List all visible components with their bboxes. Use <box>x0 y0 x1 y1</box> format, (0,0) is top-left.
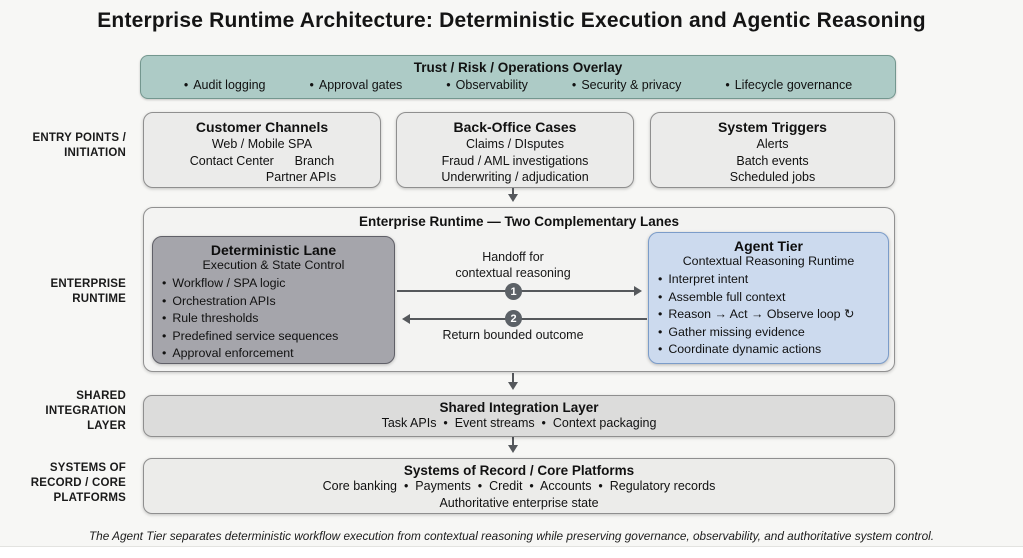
list-item: Fraud / AML investigations <box>441 153 589 168</box>
list-item-label: Rule thresholds <box>172 311 259 326</box>
bullet-icon: • <box>162 328 167 343</box>
agent-tier-subtitle: Contextual Reasoning Runtime <box>682 254 855 268</box>
list-item: Web / Mobile SPA <box>211 137 313 151</box>
arrow-runtime-to-integration <box>507 373 518 390</box>
bullet-icon: • <box>658 307 663 322</box>
list-item-label: Security & privacy <box>581 78 682 92</box>
page-title: Enterprise Runtime Architecture: Determi… <box>97 9 926 32</box>
list-item: • Observability <box>446 78 528 92</box>
bullet-icon: • <box>162 346 167 361</box>
list-item: • Orchestration APIs <box>162 293 388 311</box>
agent-tier-title: Agent Tier <box>734 238 803 254</box>
footer-caption: The Agent Tier separates deterministic w… <box>88 529 935 543</box>
side-label-enterprise-runtime: ENTERPRISE RUNTIME <box>50 278 126 305</box>
deterministic-lane-title: Deterministic Lane <box>210 242 337 258</box>
systems-of-record-items: Core banking • Payments • Credit • Accou… <box>322 479 716 493</box>
list-item-label: Approval enforcement <box>172 346 294 361</box>
bullet-icon: • <box>446 78 451 92</box>
deterministic-lane-box: Deterministic Lane Execution & State Con… <box>152 236 395 364</box>
side-label-systems-of-record: SYSTEMS OF RECORD / CORE PLATFORMS <box>30 462 126 504</box>
list-item-label: Lifecycle governance <box>734 78 853 92</box>
list-item-label: Audit logging <box>193 78 266 92</box>
bullet-icon: • <box>658 289 663 304</box>
list-item-label: Reason → Act → Observe loop ↻ <box>668 307 855 322</box>
bullet-icon: • <box>183 78 189 92</box>
system-triggers-title: System Triggers <box>718 119 827 135</box>
shared-integration-title: Shared Integration Layer <box>439 400 599 415</box>
list-item: • Predefined service sequences <box>162 328 388 346</box>
list-item: • Gather missing evidence <box>658 324 882 342</box>
list-item-label: Coordinate dynamic actions <box>668 342 822 357</box>
list-item: Underwriting / adjudication <box>441 170 589 184</box>
list-item: • Audit logging <box>184 78 266 92</box>
list-item: Partner APIs <box>265 170 337 184</box>
overlay-items: • Audit logging • Approval gates • Observabil… <box>141 78 895 92</box>
list-item: Batch events <box>736 153 809 168</box>
step-badge-2: 2 <box>505 310 522 327</box>
deterministic-lane-items: • Workflow / SPA logic • Orchestration APIs… <box>153 274 394 363</box>
bottom-strip <box>0 546 1023 558</box>
list-item-label: Interpret intent <box>668 272 749 286</box>
entry-box-customer-channels: Customer Channels Web / Mobile SPA Contac… <box>143 112 381 188</box>
shared-integration-items: Task APIs • Event streams • Context pack… <box>381 416 657 430</box>
list-item: • Rule thresholds <box>162 310 388 328</box>
list-item-label: Gather missing evidence <box>668 324 805 339</box>
agent-tier-box: Agent Tier Contextual Reasoning Runtime … <box>648 232 889 364</box>
list-item: Scheduled jobs <box>729 170 816 184</box>
bullet-icon: • <box>658 324 663 339</box>
systems-of-record-title: Systems of Record / Core Platforms <box>403 463 635 478</box>
list-item: • Approval enforcement <box>162 345 388 363</box>
bullet-icon: • <box>162 311 167 326</box>
bullet-icon: • <box>571 78 577 92</box>
list-item: Alerts <box>756 137 789 151</box>
list-item-label: Workflow / SPA logic <box>172 276 286 290</box>
agent-tier-items: •Interpret intent•Assemble full context•… <box>649 270 888 359</box>
customer-channels-title: Customer Channels <box>195 119 329 135</box>
list-item: • Lifecycle governance <box>725 78 852 92</box>
list-item: • Interpret intent <box>658 271 882 289</box>
list-item: Claims / DIsputes <box>466 137 564 151</box>
systems-of-record-box: Systems of Record / Core Platforms Core … <box>143 458 895 514</box>
handoff-label: Handoff for contextual reasoning <box>455 250 571 280</box>
bullet-icon: • <box>309 78 314 92</box>
bullet-icon: • <box>658 272 663 286</box>
back-office-cases-title: Back-Office Cases <box>453 119 577 135</box>
list-item: • Workflow / SPA logic <box>162 275 388 293</box>
list-item-label: Assemble full context <box>668 289 786 304</box>
return-label: Return bounded outcome <box>442 328 584 342</box>
shared-integration-layer-box: Shared Integration Layer Task APIs • Eve… <box>143 395 895 437</box>
list-item-label: Orchestration APIs <box>172 293 276 308</box>
side-label-shared-integration: SHARED INTEGRATION LAYER <box>45 390 126 432</box>
enterprise-runtime-title: Enterprise Runtime — Two Complementary L… <box>358 214 680 229</box>
list-item-label: Predefined service sequences <box>172 328 339 343</box>
list-item: • Reason → Act → Observe loop ↻ <box>658 306 882 324</box>
deterministic-lane-subtitle: Execution & State Control <box>202 258 345 272</box>
overlay-title: Trust / Risk / Operations Overlay <box>413 60 623 75</box>
list-item: • Assemble full context <box>658 289 882 307</box>
step-badge-1: 1 <box>505 283 522 300</box>
arrow-entry-to-runtime <box>507 188 518 202</box>
trust-overlay-band: Trust / Risk / Operations Overlay • Audit… <box>140 55 896 99</box>
list-item-label: Observability <box>455 78 528 92</box>
list-item: • Coordinate dynamic actions <box>658 341 882 359</box>
side-label-entry-points: ENTRY POINTS / INITIATION <box>32 132 126 159</box>
arrow-return-left <box>402 313 647 324</box>
bullet-icon: • <box>658 342 663 357</box>
list-item-label: Approval gates <box>318 78 403 92</box>
bullet-icon: • <box>162 276 167 290</box>
arrow-integration-to-systems <box>507 437 518 453</box>
systems-of-record-subline: Authoritative enterprise state <box>439 495 599 510</box>
list-item: • Security & privacy <box>572 78 681 92</box>
list-item: • Approval gates <box>310 78 403 92</box>
bullet-icon: • <box>162 293 167 308</box>
bullet-icon: • <box>725 78 730 92</box>
list-item: Contact Center Branch <box>189 153 335 168</box>
